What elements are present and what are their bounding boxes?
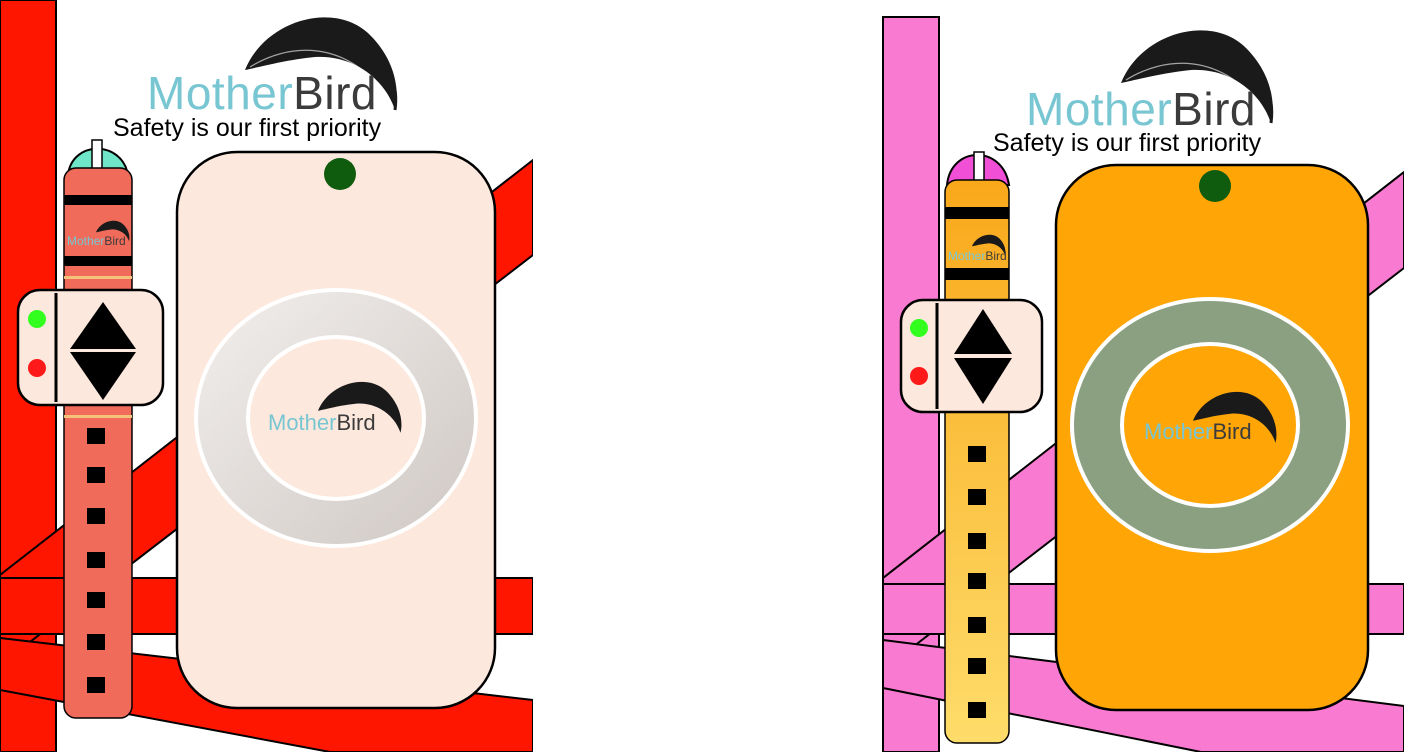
status-led-red bbox=[28, 359, 46, 377]
wrist-strap bbox=[944, 151, 1011, 744]
strap-holes bbox=[87, 428, 105, 693]
wrist-strap bbox=[63, 139, 133, 719]
status-led-red bbox=[910, 367, 928, 385]
arrow-up-icon[interactable] bbox=[954, 309, 1012, 354]
arrow-down-icon[interactable] bbox=[954, 358, 1012, 404]
main-device bbox=[175, 150, 497, 710]
variant-pink-art bbox=[882, 16, 1404, 752]
strap-brand-logo: MotherBird bbox=[67, 234, 126, 248]
variant-red: MotherBird Safety is our first priority … bbox=[0, 0, 533, 752]
status-indicator bbox=[1199, 170, 1231, 202]
variant-red-art bbox=[0, 0, 533, 752]
status-led-green bbox=[910, 319, 928, 337]
feather-icon bbox=[972, 234, 1006, 256]
panic-button[interactable] bbox=[1120, 342, 1300, 508]
brand-logo: MotherBird bbox=[1026, 86, 1256, 132]
variant-pink: MotherBird Safety is our first priority … bbox=[871, 0, 1404, 752]
main-device bbox=[1054, 163, 1370, 712]
feather-icon bbox=[245, 17, 398, 111]
status-led-green bbox=[28, 310, 46, 328]
arrow-down-icon[interactable] bbox=[70, 352, 136, 400]
brand-tagline: Safety is our first priority bbox=[993, 129, 1262, 157]
device-brand-logo: MotherBird bbox=[268, 410, 376, 435]
brand-name-part2: Bird bbox=[1172, 83, 1256, 135]
feather-icon bbox=[96, 220, 130, 242]
brand-logo: MotherBird bbox=[147, 70, 377, 116]
feather-icon bbox=[1193, 391, 1277, 443]
watch-face bbox=[899, 298, 1044, 414]
brand-name-part2: Bird bbox=[293, 67, 377, 119]
strap-holes bbox=[968, 446, 986, 718]
status-indicator bbox=[324, 158, 356, 190]
panic-button[interactable] bbox=[246, 335, 426, 501]
arrow-up-icon[interactable] bbox=[70, 302, 136, 349]
device-brand-logo: MotherBird bbox=[1144, 419, 1252, 444]
feather-icon bbox=[318, 381, 402, 433]
brand-name-part1: Mother bbox=[1026, 83, 1173, 135]
feather-icon bbox=[1121, 30, 1274, 124]
brand-tagline: Safety is our first priority bbox=[113, 114, 382, 142]
strap-brand-logo: MotherBird bbox=[948, 249, 1007, 263]
watch-face bbox=[16, 288, 165, 407]
brand-name-part1: Mother bbox=[147, 67, 294, 119]
